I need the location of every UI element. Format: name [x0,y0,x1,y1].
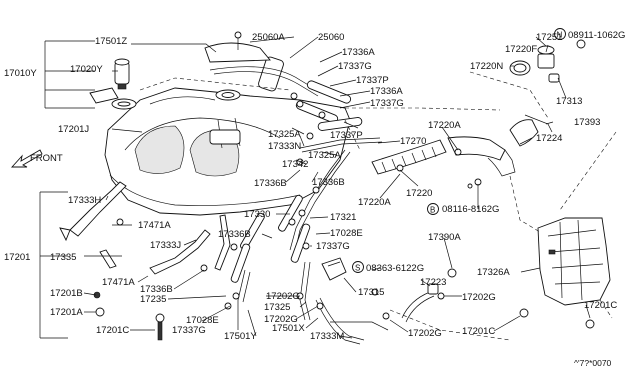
callout-08363-6122G: 08363-6122G [366,263,424,274]
callout-17390A: 17390A [428,232,461,243]
callout-17336A-1: 17336A [342,47,375,58]
callout-17202G-2: 17202G [264,314,298,325]
bracket-17315 [321,257,347,281]
clips-and-bolts [93,92,595,341]
callout-17220: 17220 [406,188,432,199]
fuel-pump-assembly [89,58,137,110]
callout-17325A-2: 17325A [308,150,341,161]
gauge-unit-25060 [204,31,284,92]
callout-17337P-2: 17337P [330,130,363,141]
callout-08116-8162G: 08116-8162G [442,204,499,215]
callout-17315: 17315 [358,287,384,298]
callout-17333H: 17333H [68,195,101,206]
phantom-lines [139,71,617,341]
marker-s: S [355,264,360,273]
leader-lines [39,36,591,339]
fuel-tank-17201J [104,87,351,216]
callout-17201C-3: 17201C [462,326,495,337]
callout-17501X: 17501X [272,323,305,334]
tank-straps [59,181,231,275]
circle-markers [352,28,566,273]
callout-17220A-1: 17220A [428,120,461,131]
callout-17336B-2: 17336B [312,177,345,188]
filler-hose-17220 [371,136,516,177]
callout-17336A-2: 17336A [370,86,403,97]
marker-n: N [557,31,563,40]
callout-17201A: 17201A [50,307,83,318]
callout-17330: 17330 [244,209,270,220]
callout-17202G-1: 17202G [266,291,300,302]
callout-17270: 17270 [400,136,426,147]
callout-17201B: 17201B [50,288,83,299]
callout-17337G-1: 17337G [338,61,372,72]
callout-17028E-2: 17028E [186,315,219,326]
callout-17235: 17235 [140,294,166,305]
callout-17321: 17321 [330,212,356,223]
callout-17028E-1: 17028E [330,228,363,239]
callout-17223: 17223 [420,277,446,288]
front-label: FRONT [30,153,63,164]
callout-17337G-3: 17337G [316,241,350,252]
callout-25060: 25060 [318,32,344,43]
pipe-17223 [401,283,439,323]
callout-17201C-1: 17201C [96,325,129,336]
callout-17251: 17251 [536,32,562,43]
callout-17220N: 17220N [470,61,503,72]
callout-17201C-2: 17201C [584,300,617,311]
callout-17202G-3: 17202G [462,292,496,303]
callout-17336B-3: 17336B [218,229,251,240]
callout-17336B-1: 17336B [254,178,287,189]
callout-17337P-1: 17337P [356,75,389,86]
labels: 17501Z 25060A 25060 17010Y 17020Y 17336A… [4,30,625,368]
callout-17201J: 17201J [58,124,89,135]
callout-17010Y: 17010Y [4,68,37,79]
front-arrow [10,149,43,168]
heat-shield-17326A [537,217,611,306]
callout-17333J: 17333J [150,240,181,251]
callout-17471A-2: 17471A [102,277,135,288]
callout-17220A-2: 17220A [358,197,391,208]
filler-neck-17220N [509,39,586,147]
callout-17501Z: 17501Z [95,36,127,47]
callout-17333N: 17333N [268,141,301,152]
callout-17337G-4: 17337G [172,325,206,336]
callout-17313: 17313 [556,96,582,107]
callout-17325: 17325 [264,302,290,313]
callout-17501Y: 17501Y [224,331,257,342]
callout-17393: 17393 [574,117,600,128]
callout-17333M: 17333M [310,331,344,342]
callout-25060A: 25060A [252,32,285,43]
callout-17471A-1: 17471A [138,220,171,231]
callout-17337G-2: 17337G [370,98,404,109]
callout-17201: 17201 [4,252,30,263]
callout-17336B-4: 17336B [140,284,173,295]
callout-17325A-1: 17325A [268,129,301,140]
callout-17202G-4: 17202G [408,328,442,339]
callout-08911-1062G: 08911-1062G [568,30,625,41]
callout-17224: 17224 [536,133,562,144]
diagram-code: ^'7?*0070 [574,358,612,368]
callout-17020Y: 17020Y [70,64,103,75]
callout-17220F: 17220F [505,44,537,55]
callout-17342: 17342 [282,159,308,170]
callout-17326A: 17326A [477,267,510,278]
callout-17335: 17335 [50,252,76,263]
marker-b: B [430,206,435,215]
